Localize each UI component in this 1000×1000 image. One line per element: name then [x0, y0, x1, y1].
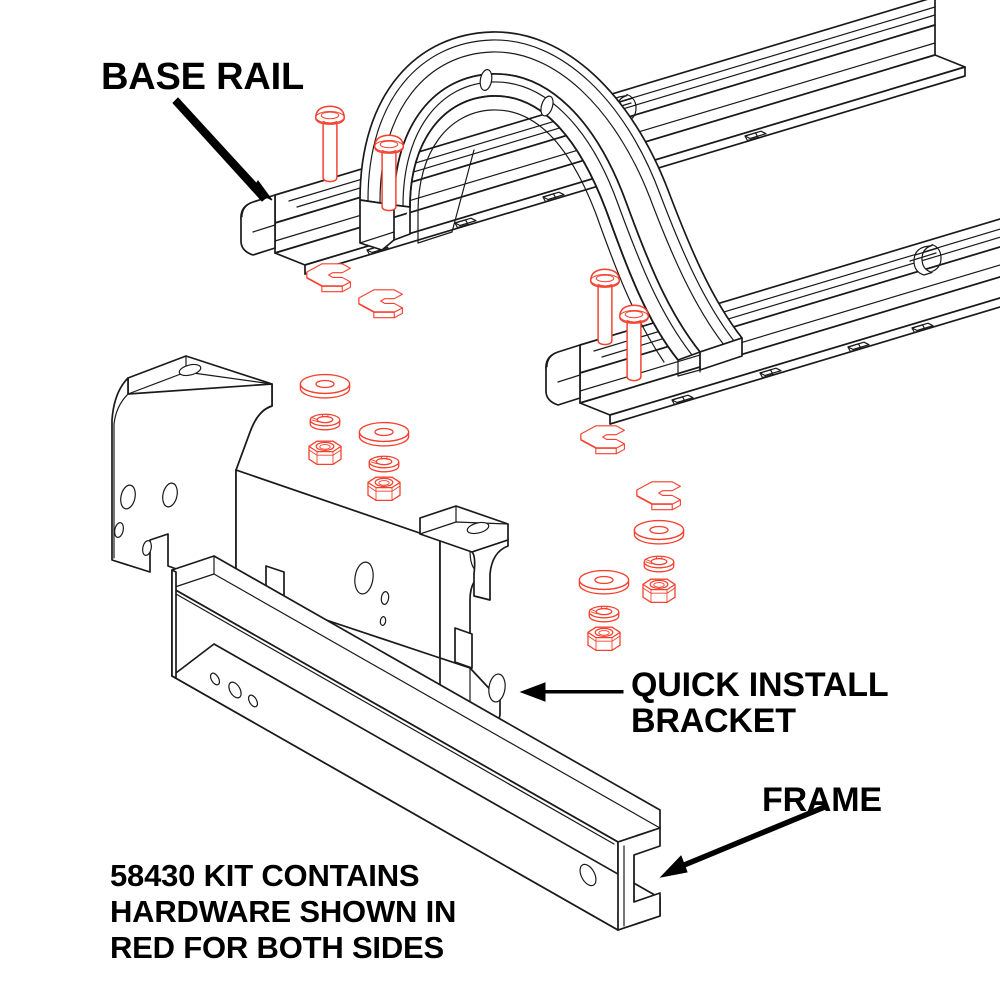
quick-install-bracket-leader [519, 682, 624, 702]
kit-contents-note: 58430 KIT CONTAINS HARDWARE SHOWN IN RED… [110, 858, 457, 965]
slotted-clamp-plate-4 [636, 481, 681, 511]
flat-washer-4 [578, 569, 630, 595]
lock-washer-4 [588, 605, 620, 623]
hex-nut-3 [642, 578, 676, 604]
frame-leader [659, 803, 829, 878]
slotted-clamp-plate-1 [306, 263, 351, 293]
hex-nut-1 [308, 440, 342, 466]
label-frame: FRAME [762, 781, 882, 819]
hex-nut-2 [367, 476, 401, 502]
lock-washer-3 [643, 555, 675, 573]
base-rail-leader [172, 97, 273, 202]
slotted-clamp-plate-2 [358, 289, 403, 319]
lock-washer-1 [309, 413, 341, 431]
label-quick-install-bracket: QUICK INSTALL BRACKET [631, 666, 889, 741]
quick-install-bracket [111, 355, 509, 722]
carriage-bolt-1 [315, 105, 345, 183]
flat-washer-1 [299, 373, 351, 399]
flat-washer-2 [358, 421, 410, 447]
carriage-bolt-3 [590, 268, 620, 346]
label-base-rail: BASE RAIL [101, 56, 304, 98]
frame-c-channel [171, 555, 661, 931]
slotted-clamp-plate-3 [580, 425, 625, 455]
hex-nut-4 [587, 626, 621, 652]
lock-washer-2 [368, 455, 400, 473]
flat-washer-3 [633, 519, 685, 545]
